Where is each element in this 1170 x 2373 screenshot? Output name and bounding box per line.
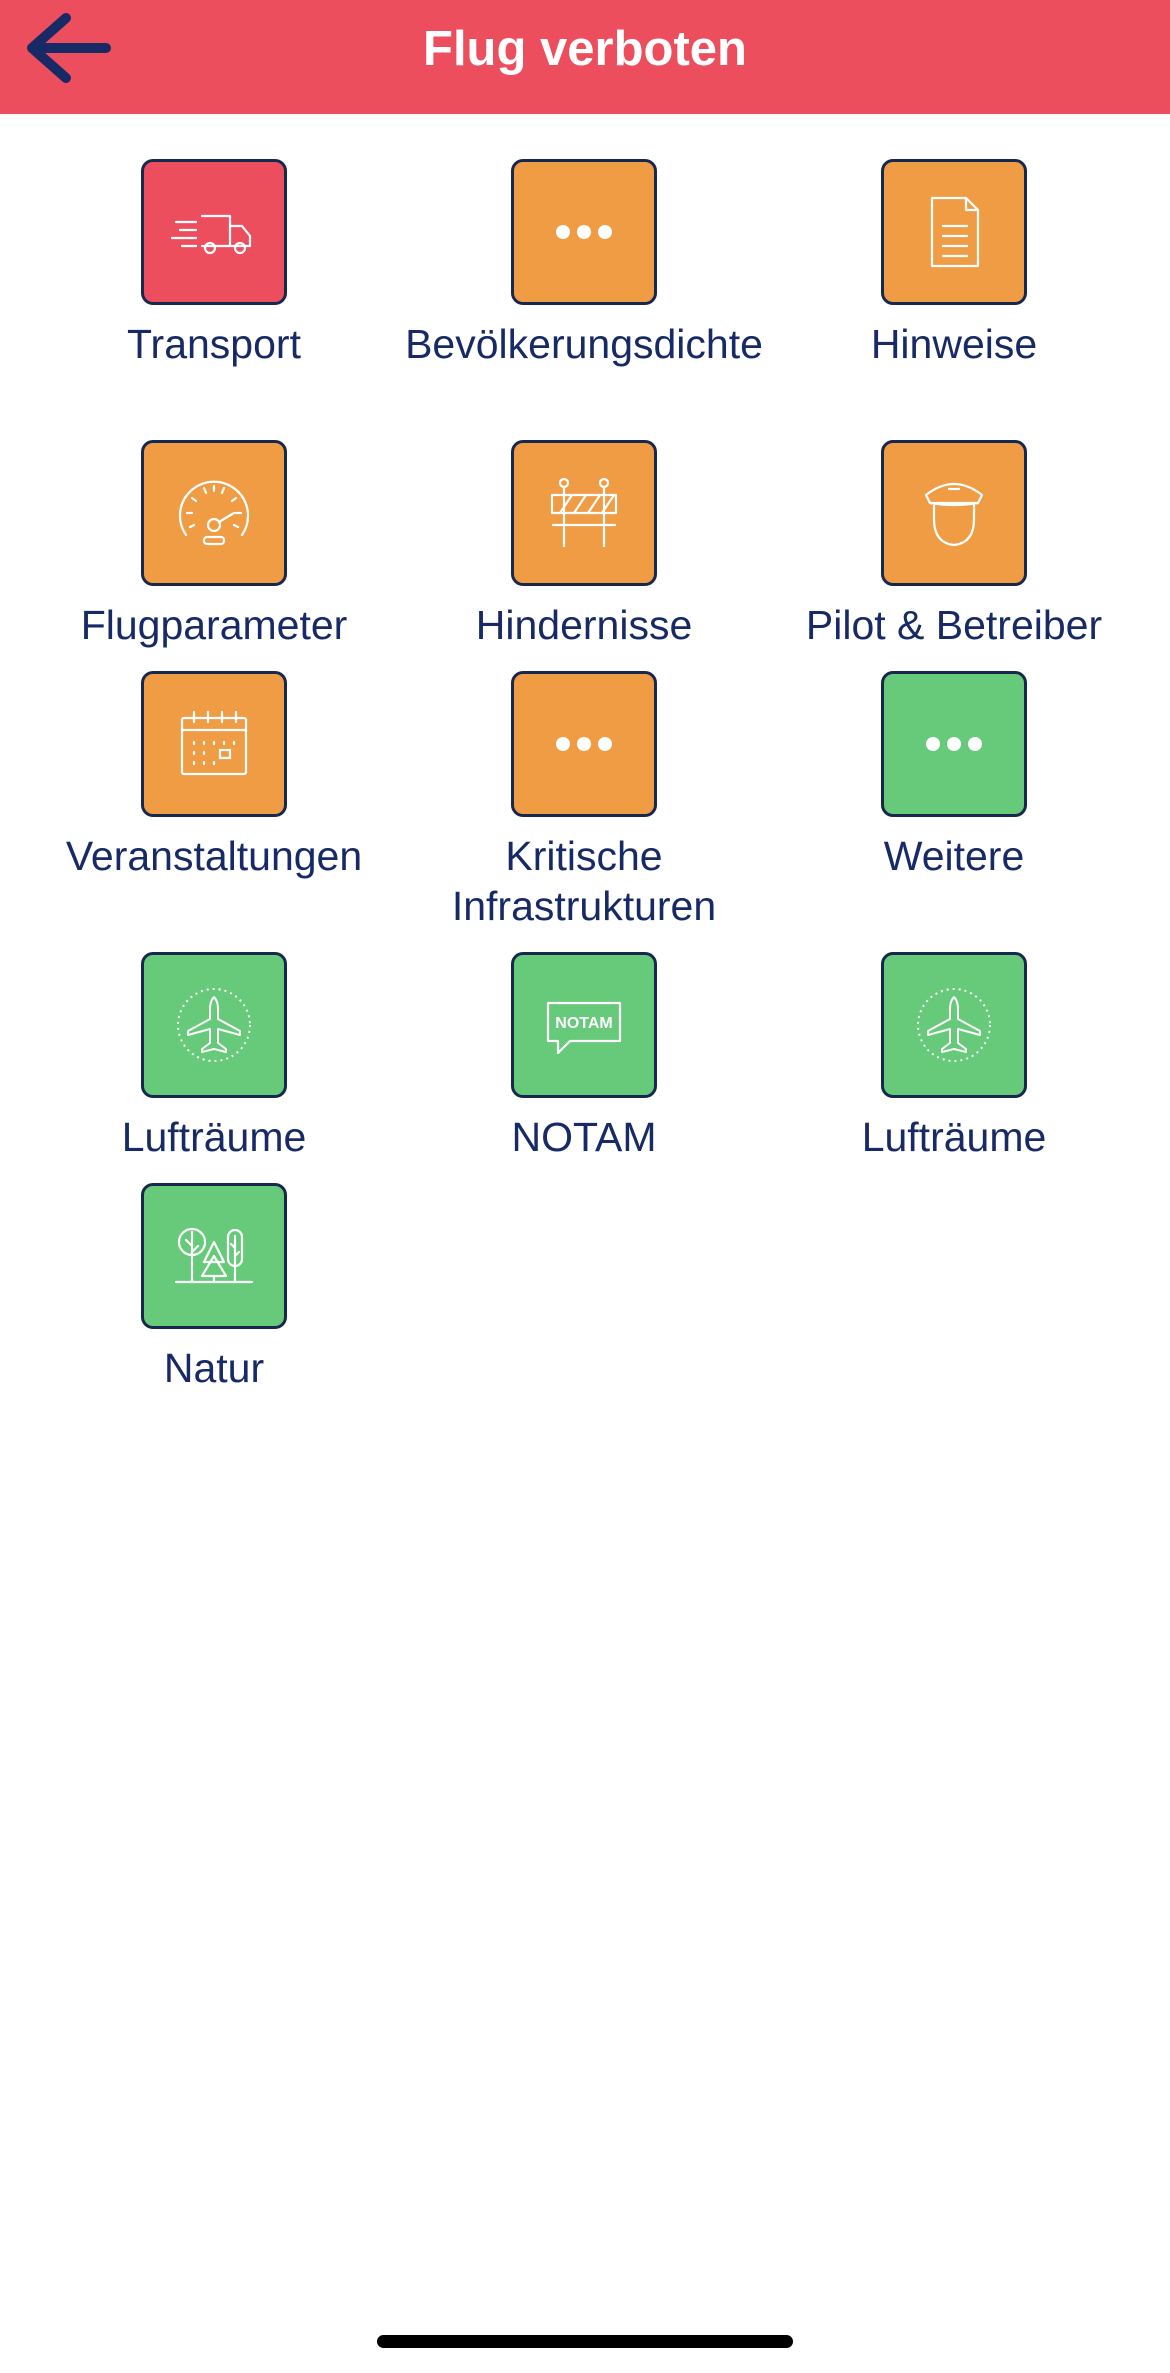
calendar-icon xyxy=(180,710,248,776)
tile-bevoelkerungsdichte[interactable]: Bevölkerungsdichte xyxy=(405,159,763,369)
back-button[interactable] xyxy=(18,10,118,86)
tile-label: NOTAM xyxy=(511,1114,657,1160)
tile-label: Pilot & Betreiber xyxy=(805,602,1103,648)
tile-icon-box xyxy=(141,440,287,586)
tile-kritische-infrastrukturen[interactable]: Kritische Infrastrukturen xyxy=(414,671,754,931)
tile-hinweise[interactable]: Hinweise xyxy=(784,159,1124,369)
page-title: Flug verboten xyxy=(423,22,747,76)
tile-notam[interactable]: NOTAM NOTAM xyxy=(414,952,754,1162)
notam-icon: NOTAM xyxy=(546,1001,622,1055)
tile-label: Lufträume xyxy=(121,1114,307,1160)
tile-icon-box xyxy=(511,440,657,586)
tile-icon-box xyxy=(141,159,287,305)
notam-icon-text: NOTAM xyxy=(555,1015,612,1032)
tile-label: Hinweise xyxy=(870,321,1038,367)
tile-label: Flugparameter xyxy=(80,602,348,648)
tile-label: Natur xyxy=(163,1345,265,1391)
pilot-icon xyxy=(924,483,984,547)
tile-icon-box xyxy=(881,671,1027,817)
more-dots-icon xyxy=(556,737,612,751)
tile-icon-box xyxy=(511,671,657,817)
tile-label: Lufträume xyxy=(861,1114,1047,1160)
tile-icon-box xyxy=(511,159,657,305)
home-indicator xyxy=(377,2335,793,2348)
tile-icon-box xyxy=(141,1183,287,1329)
truck-icon xyxy=(170,214,252,255)
tile-weitere[interactable]: Weitere xyxy=(784,671,1124,881)
tile-icon-box xyxy=(881,440,1027,586)
tile-icon-box xyxy=(141,671,287,817)
barrier-icon xyxy=(550,477,618,547)
tile-flugparameter[interactable]: Flugparameter xyxy=(44,440,384,650)
tile-label: Bevölkerungsdichte xyxy=(405,321,763,367)
trees-icon xyxy=(174,1227,254,1284)
airplane-icon xyxy=(177,988,251,1062)
tile-label: Kritische Infrastrukturen xyxy=(451,833,717,929)
tile-pilot-betreiber[interactable]: Pilot & Betreiber xyxy=(784,440,1124,650)
more-dots-icon xyxy=(926,737,982,751)
arrow-left-icon xyxy=(27,13,111,83)
tile-natur[interactable]: Natur xyxy=(44,1183,384,1393)
tile-luftraeume-2[interactable]: Lufträume xyxy=(784,952,1124,1162)
more-dots-icon xyxy=(556,225,612,239)
tile-icon-box xyxy=(881,159,1027,305)
tile-icon-box: NOTAM xyxy=(511,952,657,1098)
tile-luftraeume[interactable]: Lufträume xyxy=(44,952,384,1162)
document-icon xyxy=(930,196,980,268)
tile-hindernisse[interactable]: Hindernisse xyxy=(414,440,754,650)
tile-label: Transport xyxy=(127,321,301,367)
tile-transport[interactable]: Transport xyxy=(44,159,384,369)
tile-label: Weitere xyxy=(883,833,1025,879)
tile-label: Veranstaltungen xyxy=(65,833,363,879)
header-bar: Flug verboten xyxy=(0,0,1170,114)
tile-label: Hindernisse xyxy=(475,602,693,648)
speedometer-icon xyxy=(178,480,250,546)
tile-icon-box xyxy=(141,952,287,1098)
tile-veranstaltungen[interactable]: Veranstaltungen xyxy=(44,671,384,881)
tile-icon-box xyxy=(881,952,1027,1098)
airplane-icon xyxy=(917,988,991,1062)
